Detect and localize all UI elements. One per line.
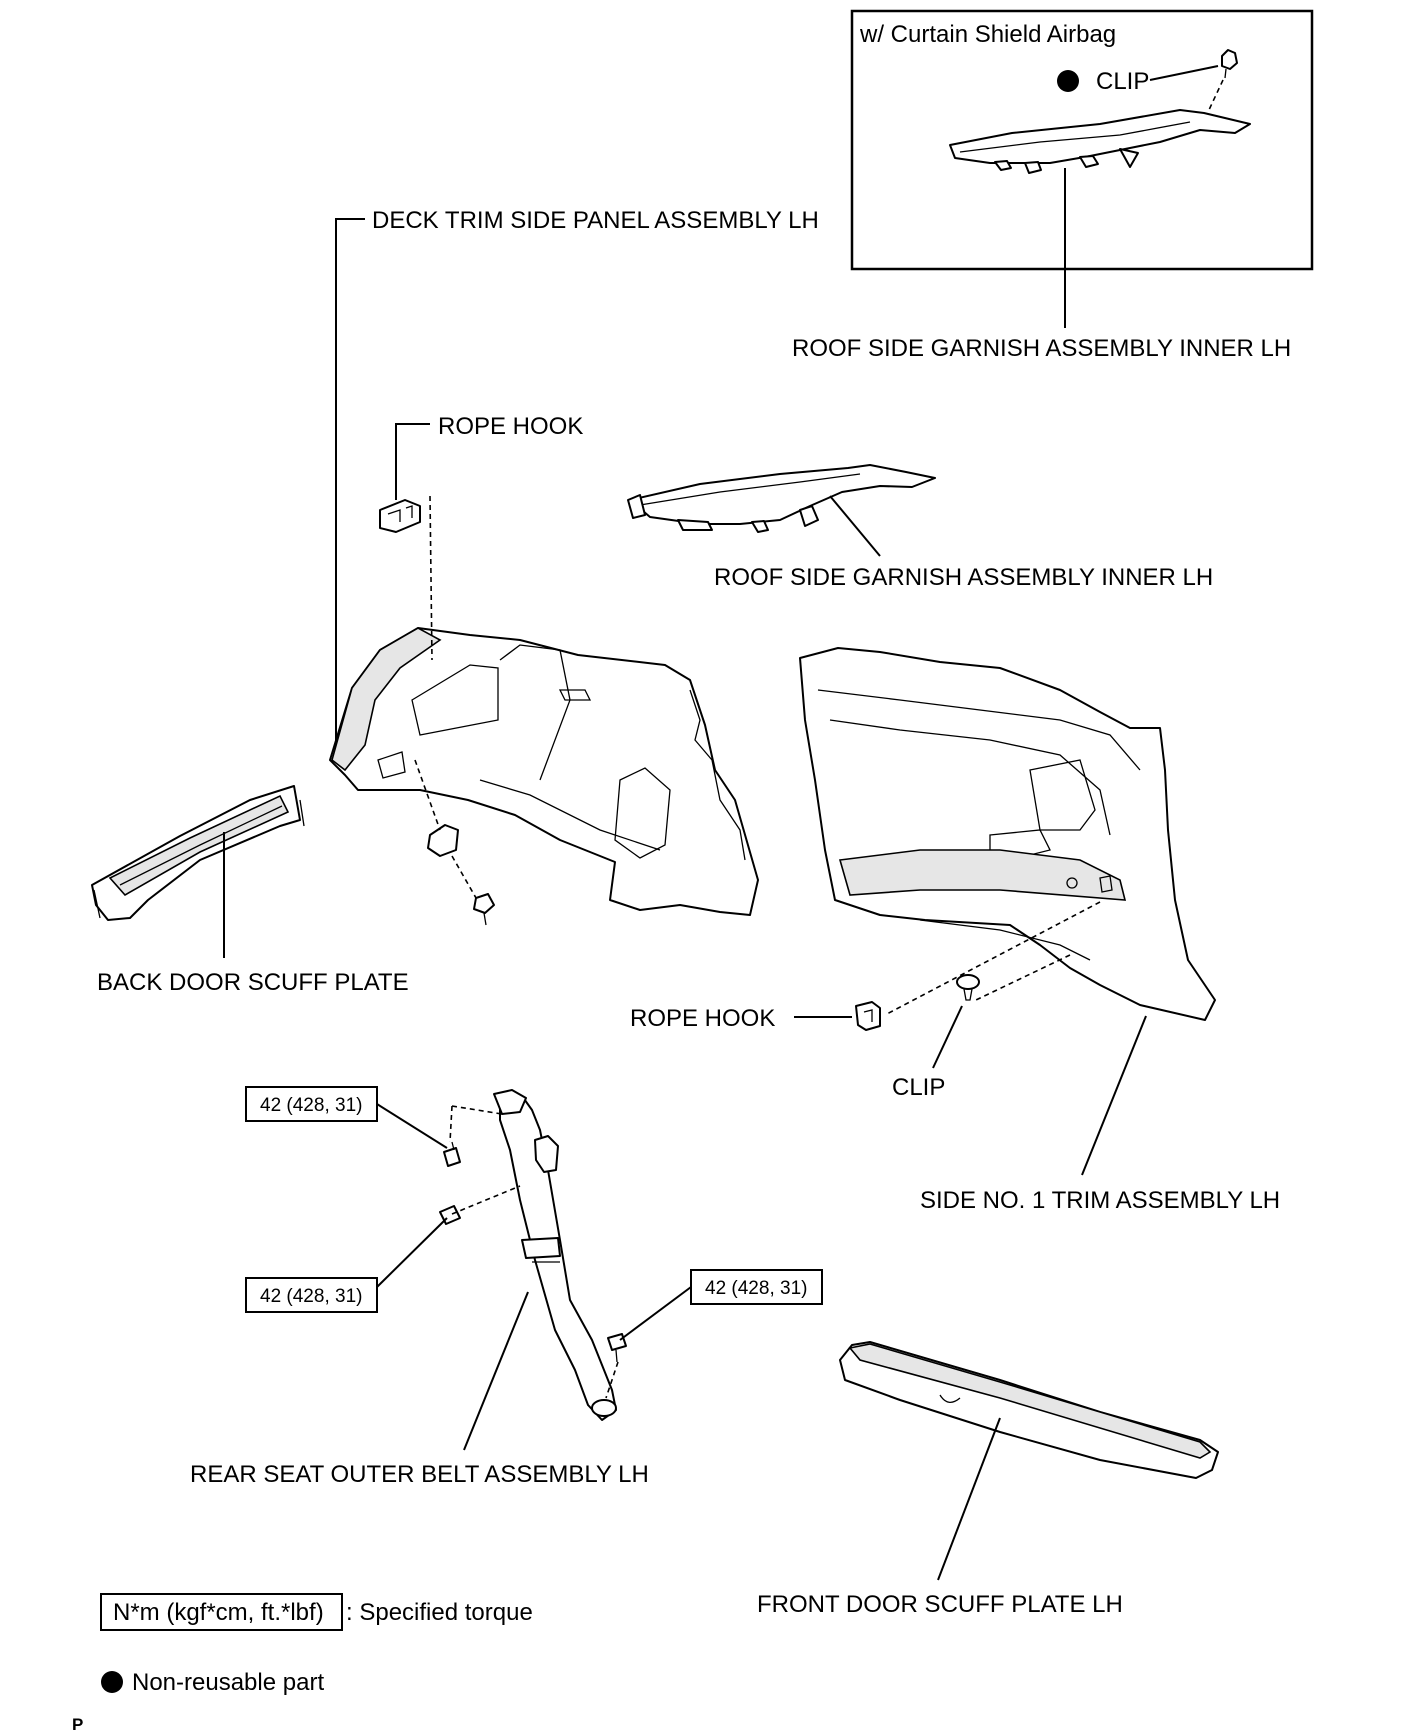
clip-icon [956,974,980,1001]
torque-box-1: 42 (428, 31) [245,1086,378,1122]
side-no1-trim [799,647,1216,1021]
front-door-scuff-plate [839,1341,1219,1479]
front-door-scuff-label: FRONT DOOR SCUFF PLATE LH [757,1591,1123,1618]
torque-value-1: 42 (428, 31) [260,1095,362,1116]
inset-box: w/ Curtain Shield Airbag CLIP [850,9,1314,328]
deck-trim-side-panel [329,627,759,916]
side-trim-label: SIDE NO. 1 TRIM ASSEMBLY LH [920,1187,1280,1214]
deck-trim-bolt-icon [473,893,495,926]
torque-value-2: 42 (428, 31) [260,1286,362,1307]
clip-label: CLIP [892,1074,945,1101]
inset-clip-icon [1221,49,1238,79]
nonreusable-legend-icon [101,1671,123,1693]
roof-garnish-mid-label: ROOF SIDE GARNISH ASSEMBLY INNER LH [714,564,1213,591]
legend-torque-box-label: N*m (kgf*cm, ft.*lbf) [113,1599,324,1626]
rope-hook-top-icon [379,499,421,533]
clip-leader [932,1005,963,1069]
back-door-scuff-label: BACK DOOR SCUFF PLATE [97,969,409,996]
roof-garnish-top-label: ROOF SIDE GARNISH ASSEMBLY INNER LH [792,335,1291,362]
inset-roof-garnish [949,109,1251,174]
rope-hook-mid-icon [855,1001,881,1031]
side-trim-leader [1081,1015,1147,1176]
torque-box-3: 42 (428, 31) [690,1269,823,1305]
footer-code: P [72,1715,83,1734]
rope-hook-top-label: ROPE HOOK [438,413,583,440]
front-door-scuff-leader [937,1417,1001,1581]
deck-trim-label: DECK TRIM SIDE PANEL ASSEMBLY LH [372,207,819,234]
rear-seat-outer-belt [493,1089,617,1421]
nonreusable-mark-icon [1057,70,1079,92]
torque-value-3: 42 (428, 31) [705,1278,807,1299]
deck-trim-leader [335,218,365,752]
rope-hook-top-dashline [429,495,433,661]
roof-garnish-mid-leader [829,495,881,557]
torque-box-2: 42 (428, 31) [245,1277,378,1313]
legend-torque-text: : Specified torque [346,1599,533,1626]
deck-trim-clip-icon [427,824,459,857]
rope-hook-mid-label: ROPE HOOK [630,1005,775,1032]
inset-clip-label: CLIP [1096,68,1149,95]
belt-bolt-1-icon [443,1141,461,1167]
legend-nonreusable: Non-reusable part [101,1669,324,1696]
rear-belt-leader [463,1291,529,1451]
inset-title: w/ Curtain Shield Airbag [859,21,1116,48]
legend-torque: N*m (kgf*cm, ft.*lbf) : Specified torque [100,1593,533,1631]
rear-seat-belt-label: REAR SEAT OUTER BELT ASSEMBLY LH [190,1461,649,1488]
legend-nonreusable-text: Non-reusable part [132,1669,324,1696]
back-door-scuff-plate [91,785,305,921]
roof-garnish-middle [627,464,936,533]
